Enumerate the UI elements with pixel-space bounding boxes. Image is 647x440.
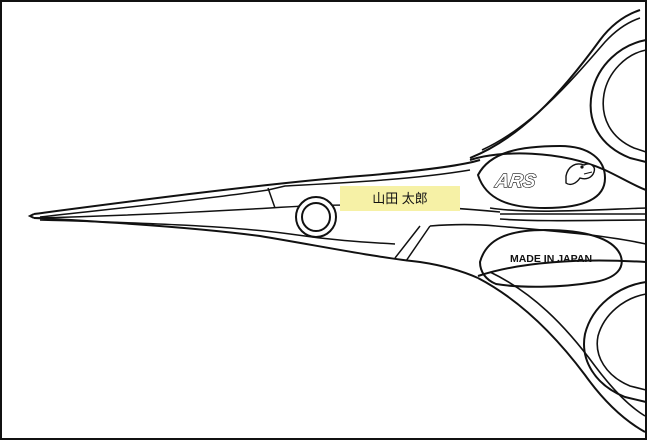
upper-handle-inner-line xyxy=(481,17,641,151)
engraving-name: 山田 太郎 xyxy=(372,191,428,206)
upper-blade-bevel xyxy=(39,169,471,218)
upper-blade-spine-notch xyxy=(267,187,276,209)
lower-finger-hole xyxy=(583,281,647,403)
handle-body-lower-mid xyxy=(495,225,647,245)
blade-tip xyxy=(27,213,35,219)
origin-plate xyxy=(478,228,623,288)
upper-finger-hole-inner xyxy=(602,49,647,153)
engraving-highlight xyxy=(340,186,460,211)
lower-finger-hole-inner xyxy=(596,293,647,391)
origin-label: MADE IN JAPAN xyxy=(510,253,592,265)
lower-blade-ridge xyxy=(394,225,431,262)
brand-logo-text: ARS xyxy=(493,171,537,192)
lower-handle-outer xyxy=(477,277,646,433)
handle-body-split xyxy=(499,213,647,222)
upper-handle-outer xyxy=(469,9,641,159)
logo-plate xyxy=(476,144,607,210)
lower-blade-to-handle xyxy=(429,223,497,227)
pivot-screw-inner xyxy=(301,202,331,232)
lower-blade-inner xyxy=(39,219,396,245)
handle-body-mid-line xyxy=(489,207,647,212)
lower-handle-inner-line xyxy=(489,271,646,417)
upper-finger-hole xyxy=(589,39,647,163)
crocodile-mascot-icon xyxy=(565,163,596,186)
handle-body-upper-edge xyxy=(469,152,647,191)
lower-blade-edge xyxy=(33,217,479,279)
upper-blade-top-edge xyxy=(33,159,481,215)
